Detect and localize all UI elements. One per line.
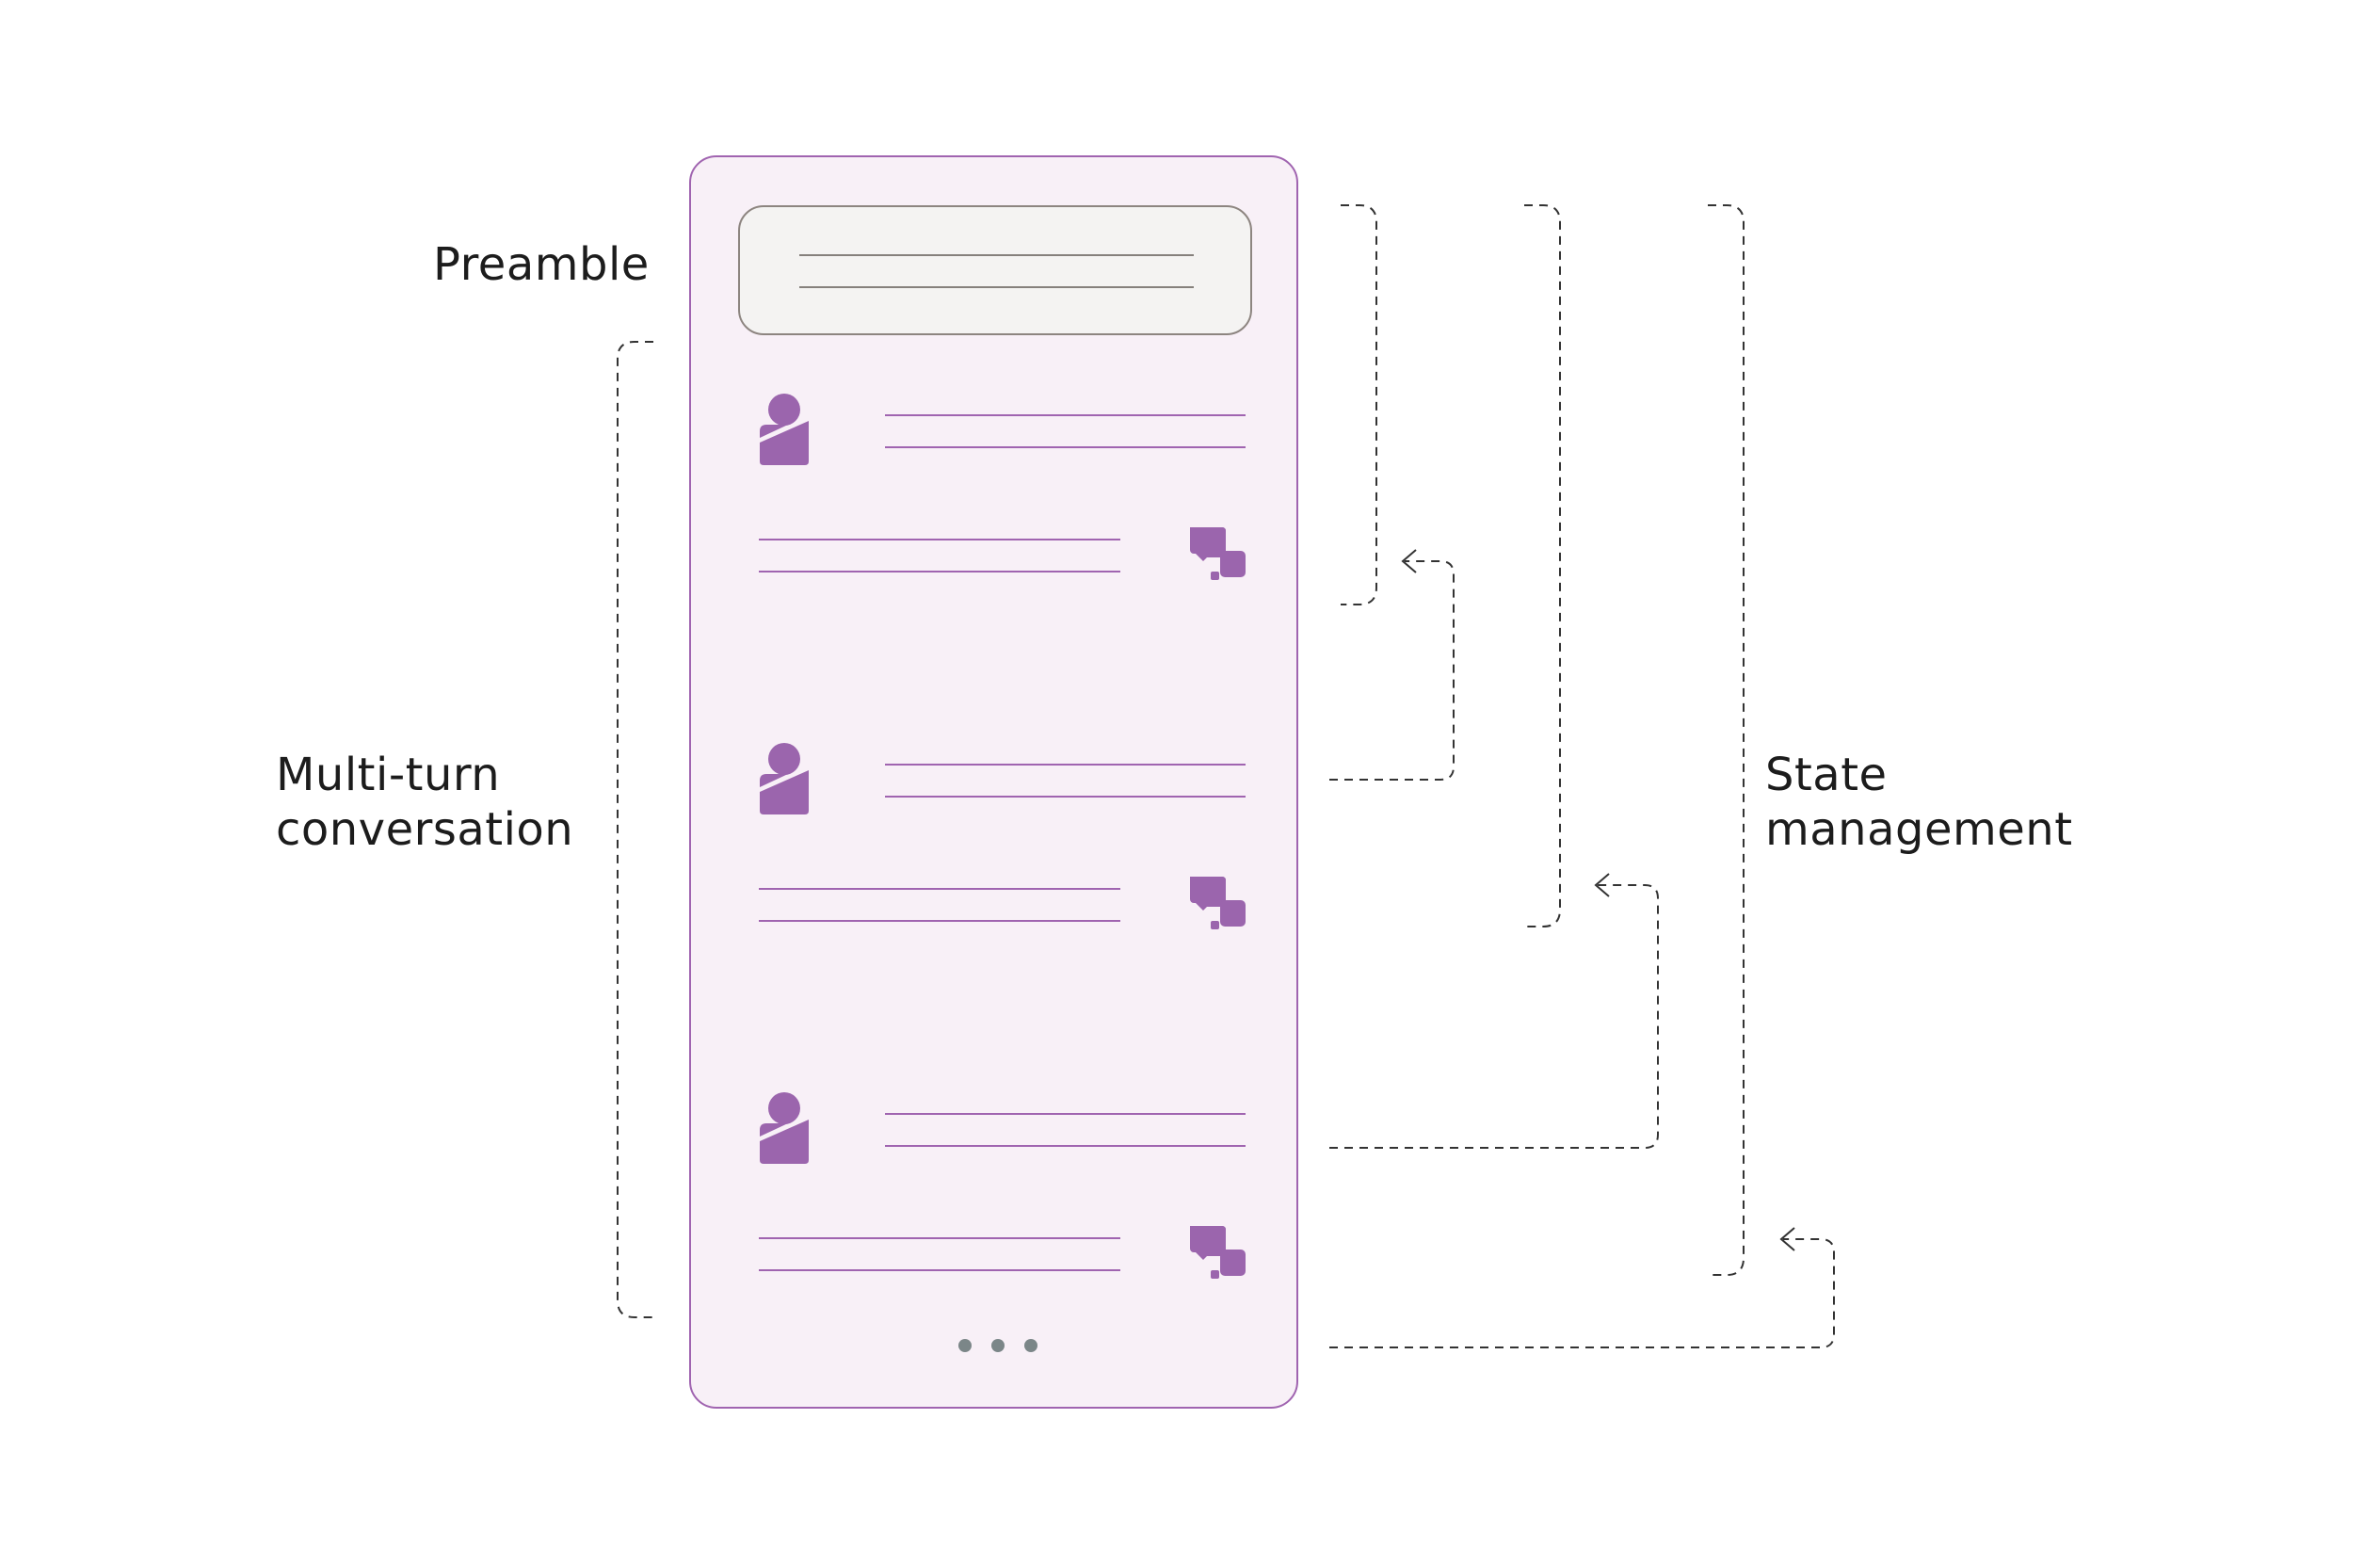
- assistant-message: [759, 877, 1246, 929]
- conversation-turn: [759, 394, 1246, 580]
- conversation-turn: [759, 1092, 1246, 1279]
- conversation-turn: [759, 743, 1246, 929]
- user-message: [760, 1092, 1246, 1164]
- multi-turn-bracket: [617, 341, 653, 1318]
- state-arrow-1: [1329, 549, 1455, 781]
- ellipsis-icon: [958, 1339, 1037, 1352]
- multi-turn-label: Multi-turn conversation: [276, 749, 574, 856]
- preamble-label: Preamble: [433, 238, 650, 291]
- assistant-message: [759, 1226, 1246, 1279]
- state-bracket-3: [1708, 204, 1745, 1276]
- conversation-panel: [689, 155, 1298, 1409]
- state-bracket-1: [1341, 204, 1377, 605]
- state-arrow-3: [1329, 1227, 1835, 1348]
- user-message: [760, 743, 1246, 814]
- state-arrow-2: [1329, 873, 1659, 1149]
- assistant-message: [759, 527, 1246, 580]
- state-bracket-2: [1524, 204, 1561, 927]
- user-message: [760, 394, 1246, 465]
- preamble-box: [738, 205, 1252, 335]
- state-management-label: State management: [1765, 749, 2073, 856]
